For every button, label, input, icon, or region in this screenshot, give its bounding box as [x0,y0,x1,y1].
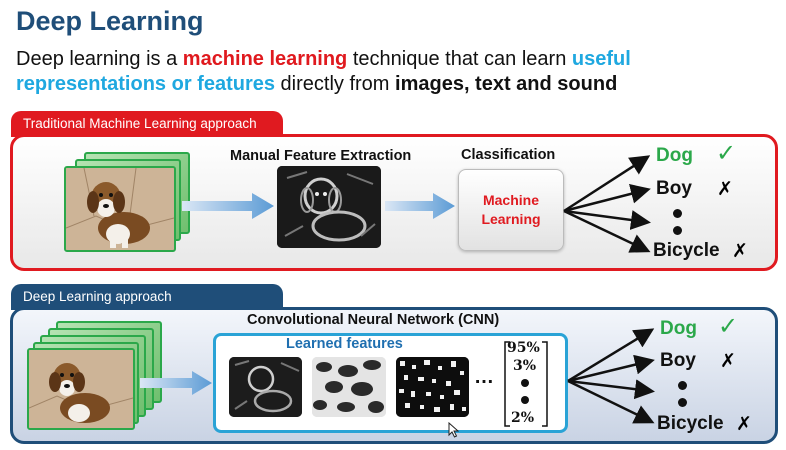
check-mark-icon: ✓ [716,140,737,167]
ellipsis-dot [673,209,682,218]
cross-mark-icon: ✗ [720,351,736,372]
probability-boy: 3% [513,358,537,374]
subtitle-highlight-features: useful representations or features [16,48,631,95]
probability-vector-brackets [504,341,548,427]
ellipsis-dot [678,398,687,407]
cross-mark-icon: ✗ [736,414,752,435]
output-dog-label: Dog [660,318,697,339]
cross-mark-icon: ✗ [717,179,733,200]
page-subtitle: Deep learning is a machine learning tech… [16,47,776,97]
subtitle-text-1: Deep learning is a [16,48,183,70]
dog-photo [64,166,176,252]
output-bicycle-label: Bicycle [653,240,720,261]
mouse-pointer-icon [448,422,460,438]
ellipsis-dot [521,396,529,404]
edge-map-image [277,166,381,248]
manual-feature-image [277,166,381,248]
traditional-approach-tab: Traditional Machine Learning approach [11,111,283,137]
ellipsis-text: … [474,366,495,388]
classifier-line-2: Learning [481,211,541,227]
output-arrows [567,328,655,424]
blob-features-image [312,357,386,417]
page-title: Deep Learning [16,6,204,36]
output-boy-label: Boy [656,178,692,199]
cnn-label: Convolutional Neural Network (CNN) [247,312,500,328]
right-arrow-icon [140,371,212,395]
right-arrow-icon [385,193,455,219]
classification-label: Classification [461,147,556,163]
output-boy-label: Boy [660,350,696,371]
learned-feature-image-1 [229,357,302,417]
right-arrow-icon [182,193,274,219]
cross-mark-icon: ✗ [732,241,748,262]
subtitle-highlight-media: images, text and sound [395,73,618,95]
learned-feature-image-2 [312,357,386,417]
beagle-image [66,168,174,250]
manual-feature-extraction-label: Manual Feature Extraction [230,148,412,164]
ellipsis-dot [521,379,529,387]
ellipsis-dot [673,226,682,235]
probability-bicycle: 2% [511,410,535,426]
learned-features-label: Learned features [286,336,403,352]
output-bicycle-label: Bicycle [657,413,724,434]
check-mark-icon: ✓ [718,313,739,340]
subtitle-text-2: technique that can learn [347,48,572,70]
output-dog-label: Dog [656,145,693,166]
subtitle-text-3: directly from [274,73,396,95]
probability-dog: 95% [507,340,540,356]
classifier-line-1: Machine [482,192,539,208]
deep-learning-approach-tab: Deep Learning approach [11,284,283,310]
dog-photo [27,348,135,430]
subtitle-highlight-machine-learning: machine learning [182,48,348,70]
sparse-features-image [396,357,469,417]
edge-features-image [229,357,302,417]
output-arrows [563,155,651,253]
ellipsis-dot [678,381,687,390]
learned-feature-image-3 [396,357,469,417]
beagle-image [29,350,133,428]
